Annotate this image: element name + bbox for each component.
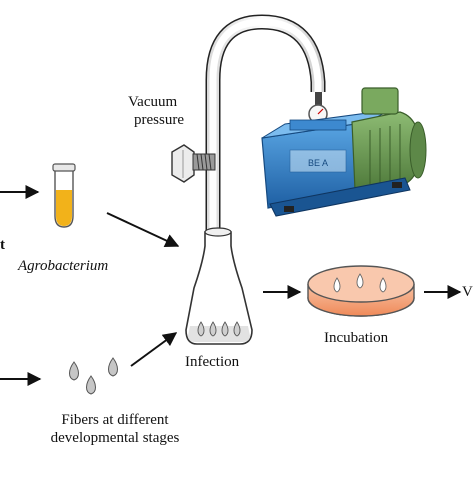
label-fibers-line1: Fibers at different [61, 412, 169, 428]
pump-plate-text: BE A [308, 158, 328, 168]
flask-icon [185, 227, 253, 345]
fiber-seeds-icon [69, 357, 118, 395]
label-agrobacterium: Agrobacterium [18, 258, 109, 274]
label-vacuum-line1: Vacuum [128, 94, 178, 110]
clamp-screw-icon [171, 144, 216, 183]
label-vacuum-line2: pressure [134, 112, 184, 128]
label-infection: Infection [185, 354, 240, 370]
label-incubation: Incubation [324, 330, 389, 346]
label-fibers-line2: developmental stages [50, 430, 180, 446]
vacuum-pump-icon: BE A [261, 87, 427, 217]
label-cut-right: V [462, 284, 473, 300]
arrow-fibers-to-flask [130, 332, 178, 367]
label-cut-left: t [0, 237, 5, 253]
vacuum-hose [205, 14, 326, 233]
label-vacuum: Vacuum pressure [128, 93, 184, 129]
petri-dish-icon [307, 265, 415, 317]
culture-tube-icon [52, 163, 76, 228]
label-fibers: Fibers at different developmental stages [20, 411, 210, 447]
arrow-culture-to-flask [106, 212, 180, 248]
